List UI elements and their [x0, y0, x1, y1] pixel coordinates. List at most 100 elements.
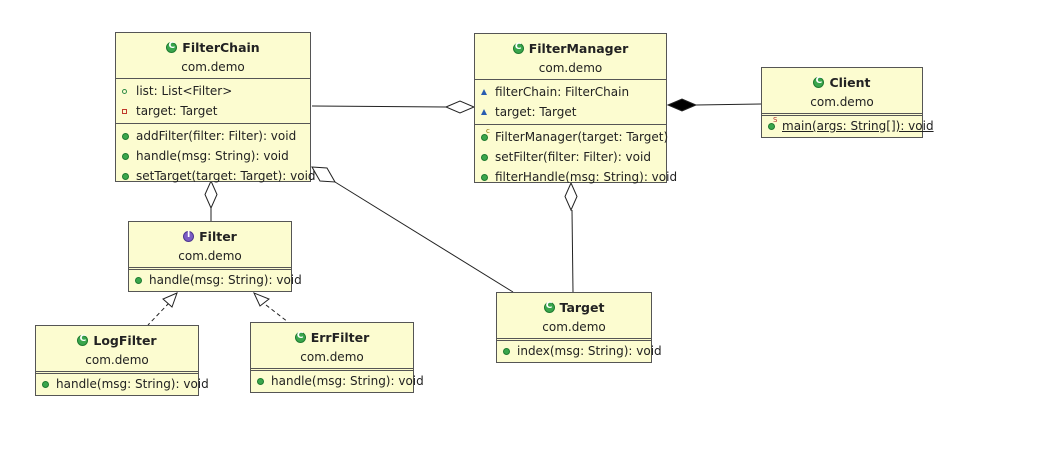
- realization-arrow-log: [162, 292, 178, 308]
- method-row[interactable]: handle(msg: String): void: [129, 270, 302, 290]
- method-row[interactable]: c FilterManager(target: Target): [475, 126, 669, 147]
- field-row[interactable]: filterChain: FilterChain: [475, 82, 666, 102]
- methods-section: handle(msg: String): void: [129, 267, 302, 290]
- aggregation-line-manager-chain[interactable]: [311, 105, 447, 108]
- method-text: FilterManager(target: Target): [495, 130, 669, 144]
- public-method-icon: [122, 132, 129, 140]
- class-name: Filter: [199, 228, 237, 244]
- methods-section: handle(msg: String): void: [251, 368, 424, 391]
- class-header: Filter com.demo: [129, 222, 291, 267]
- method-row[interactable]: index(msg: String): void: [497, 341, 662, 361]
- class-name: LogFilter: [93, 332, 157, 348]
- methods-section: addFilter(filter: Filter): void handle(m…: [116, 123, 316, 188]
- methods-section: index(msg: String): void: [497, 338, 662, 361]
- class-package: com.demo: [85, 353, 149, 367]
- field-text: target: Target: [136, 104, 218, 118]
- interface-icon: [183, 230, 195, 242]
- realization-arrow-err: [253, 292, 270, 307]
- class-icon: [77, 334, 89, 346]
- class-package: com.demo: [300, 350, 364, 364]
- class-errfilter[interactable]: ErrFilter com.demo handle(msg: String): …: [250, 322, 424, 393]
- field-text: filterChain: FilterChain: [495, 85, 630, 99]
- method-row[interactable]: handle(msg: String): void: [116, 146, 310, 166]
- class-header: FilterChain com.demo: [116, 33, 310, 78]
- method-row[interactable]: handle(msg: String): void: [251, 371, 424, 391]
- static-marker: S: [773, 115, 778, 124]
- method-row[interactable]: filterHandle(msg: String): void: [475, 167, 677, 187]
- method-text: setTarget(target: Target): void: [136, 169, 316, 183]
- class-icon: [294, 331, 306, 343]
- public-method-icon: [481, 173, 488, 181]
- method-text: handle(msg: String): void: [271, 374, 424, 388]
- package-field-icon: [481, 109, 487, 115]
- class-filtermanager[interactable]: FilterManager com.demo filterChain: Filt…: [474, 33, 677, 184]
- aggregation-diamond-chain-target: [311, 166, 336, 183]
- realization-line-log[interactable]: [147, 302, 170, 326]
- class-icon: [166, 41, 178, 53]
- field-text: target: Target: [495, 105, 577, 119]
- private-field-icon: [122, 108, 127, 114]
- class-icon: [512, 42, 524, 54]
- method-text: index(msg: String): void: [517, 344, 662, 358]
- class-header: LogFilter com.demo: [36, 326, 198, 371]
- class-package: com.demo: [538, 61, 603, 75]
- class-header: ErrFilter com.demo: [251, 323, 413, 368]
- class-package: com.demo: [181, 60, 245, 74]
- aggregation-line-manager-target[interactable]: [571, 209, 574, 293]
- class-package: com.demo: [178, 249, 242, 263]
- public-field-icon: [122, 88, 127, 94]
- method-text: filterHandle(msg: String): void: [495, 170, 678, 184]
- realization-line-err[interactable]: [265, 304, 289, 323]
- class-header: Target com.demo: [497, 293, 651, 338]
- class-name: Client: [829, 74, 871, 90]
- aggregation-diamond-manager-target: [564, 181, 578, 212]
- field-row[interactable]: target: Target: [475, 102, 666, 122]
- class-header: FilterManager com.demo: [475, 34, 666, 79]
- aggregation-diamond-chain-filter: [204, 179, 218, 210]
- public-method-icon: [503, 347, 510, 355]
- constructor-marker: c: [486, 126, 490, 135]
- interface-filter[interactable]: Filter com.demo handle(msg: String): voi…: [128, 221, 302, 292]
- public-method-icon: [122, 152, 129, 160]
- fields-section: list: List<Filter> target: Target: [116, 78, 310, 123]
- class-name: FilterManager: [528, 40, 629, 56]
- methods-section: c FilterManager(target: Target) setFilter…: [475, 124, 677, 189]
- methods-section: handle(msg: String): void: [36, 371, 209, 394]
- method-row[interactable]: setTarget(target: Target): void: [116, 166, 316, 186]
- public-method-icon: [122, 172, 129, 180]
- method-text: addFilter(filter: Filter): void: [136, 129, 297, 143]
- method-text: handle(msg: String): void: [56, 377, 209, 391]
- method-row[interactable]: addFilter(filter: Filter): void: [116, 126, 310, 146]
- method-row[interactable]: setFilter(filter: Filter): void: [475, 147, 666, 167]
- public-method-icon: [481, 153, 488, 161]
- public-method-icon: [42, 380, 49, 388]
- class-icon: [813, 76, 825, 88]
- class-name: Target: [559, 299, 605, 315]
- class-logfilter[interactable]: LogFilter com.demo handle(msg: String): …: [35, 325, 209, 396]
- class-package: com.demo: [810, 95, 874, 109]
- fields-section: filterChain: FilterChain target: Target: [475, 79, 666, 124]
- class-package: com.demo: [542, 320, 606, 334]
- class-header: Client com.demo: [762, 68, 922, 113]
- aggregation-diamond-manager: [444, 100, 476, 114]
- field-text: list: List<Filter>: [136, 84, 233, 98]
- public-method-icon: [135, 276, 142, 284]
- method-text: setFilter(filter: Filter): void: [495, 150, 651, 164]
- class-name: ErrFilter: [310, 329, 370, 345]
- class-icon: [543, 301, 555, 313]
- composition-diamond-client: [666, 98, 698, 112]
- aggregation-line-chain-target[interactable]: [334, 181, 514, 293]
- public-method-icon: [257, 377, 264, 385]
- field-row[interactable]: list: List<Filter>: [116, 81, 310, 101]
- class-filterchain[interactable]: FilterChain com.demo list: List<Filter> …: [115, 32, 316, 183]
- field-row[interactable]: target: Target: [116, 101, 310, 121]
- class-target[interactable]: Target com.demo index(msg: String): void: [496, 292, 662, 363]
- method-text: handle(msg: String): void: [149, 273, 302, 287]
- method-row[interactable]: handle(msg: String): void: [36, 374, 209, 394]
- composition-line-client-manager[interactable]: [695, 103, 762, 106]
- method-text: main(args: String[]): void: [782, 119, 934, 133]
